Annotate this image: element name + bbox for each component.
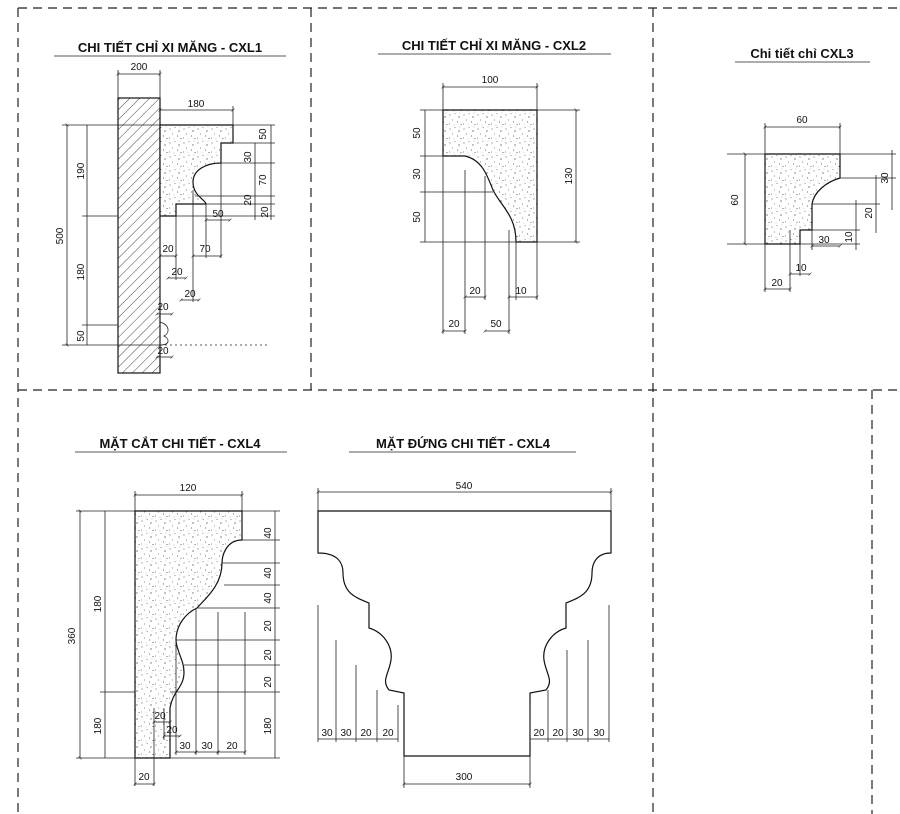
dim-cxl4e-right-0: 20: [533, 728, 545, 739]
dim-cxl2-bottom-2: 20: [448, 319, 460, 330]
moulding-profile-cxl4-section: [134, 510, 243, 759]
wall-section: [117, 97, 161, 374]
dim-cxl3-right-0: 30: [880, 172, 891, 184]
dim-cxl3-bottom-0: 30: [818, 235, 830, 246]
title-cxl3: Chi tiết chỉ CXL3: [750, 46, 853, 61]
dim-cxl1-left-0: 190: [76, 162, 87, 179]
moulding-profile-cxl2: [442, 109, 538, 243]
dim-cxl1-bottom-4: 20: [184, 289, 196, 300]
dim-cxl4s-bottom-4: 30: [201, 741, 213, 752]
dim-cxl1-total: 500: [55, 227, 66, 244]
dim-cxl4e-bottom: 300: [456, 772, 473, 783]
dim-cxl1-bottom-3: 20: [171, 267, 183, 278]
dim-cxl1-bottom-6: 20: [157, 346, 169, 357]
dim-cxl4s-left-0: 180: [93, 595, 104, 612]
dim-cxl2-left-1: 30: [412, 168, 423, 180]
dim-cxl2-bottom-1: 10: [515, 286, 527, 297]
dim-cxl4e-top: 540: [456, 481, 473, 492]
dim-cxl2-bottom-0: 20: [469, 286, 481, 297]
dim-cxl4s-right-4: 20: [263, 649, 274, 661]
dim-cxl4e-right-2: 30: [572, 728, 584, 739]
detail-titles: CHI TIẾT CHỈ XI MĂNG - CXL1 CHI TIẾT CHỈ…: [54, 38, 870, 453]
detail-cxl3: 60 60 30 20 10 30 10 20: [727, 115, 896, 292]
title-cxl2: CHI TIẾT CHỈ XI MĂNG - CXL2: [402, 38, 586, 53]
dim-cxl1-bottom-2: 20: [162, 244, 174, 255]
dim-cxl4s-bottom-0: 20: [138, 772, 150, 783]
dim-cxl1-bottom-0: 50: [212, 209, 224, 220]
dim-cxl4s-right-0: 40: [263, 527, 274, 539]
dim-cxl2-top: 100: [482, 75, 499, 86]
dim-cxl4e-right-3: 30: [593, 728, 605, 739]
dim-cxl4e-left-1: 30: [340, 728, 352, 739]
moulding-profile-cxl3: [764, 153, 841, 245]
dim-cxl3-bottom-2: 20: [771, 278, 783, 289]
dim-cxl4s-right-2: 40: [263, 592, 274, 604]
dim-cxl3-top: 60: [796, 115, 808, 126]
detail-cxl1: 200 180 500 190 180 50 50 30 70 20 20: [55, 62, 275, 374]
dim-cxl2-left-0: 50: [412, 127, 423, 139]
dim-cxl4s-left-1: 180: [93, 717, 104, 734]
dim-cxl4e-left-2: 20: [360, 728, 372, 739]
dim-cxl4e-left-3: 20: [382, 728, 394, 739]
dim-cxl1-top: 200: [131, 62, 148, 73]
dim-cxl1-right-1: 30: [243, 151, 254, 163]
dim-cxl3-height: 60: [730, 194, 741, 206]
dim-cxl1-right-3: 20: [243, 194, 254, 206]
dim-cxl4s-right-6: 180: [263, 717, 274, 734]
dim-cxl4s-bottom-2: 20: [166, 725, 178, 736]
detail-cxl4-section: 120 360 180 180 40 40 40 20 20 20 180 20: [67, 483, 280, 786]
dim-cxl1-bottom-5: 20: [157, 302, 169, 313]
dim-cxl4s-right-5: 20: [263, 676, 274, 688]
dim-cxl3-right-1: 20: [864, 207, 875, 219]
dim-cxl4s-bottom-1: 20: [154, 711, 166, 722]
dim-cxl4s-total: 360: [67, 627, 78, 644]
dim-cxl2-left-2: 50: [412, 211, 423, 223]
dim-cxl2-bottom-3: 50: [490, 319, 502, 330]
dim-cxl1-left-2: 50: [76, 330, 87, 342]
detail-cxl2: 100 130 50 30 50 20 10 20 50: [412, 75, 580, 334]
title-cxl1: CHI TIẾT CHỈ XI MĂNG - CXL1: [78, 40, 262, 55]
sheet-frames: [17, 7, 900, 814]
dim-cxl3-bottom-1: 10: [795, 263, 807, 274]
dim-cxl4s-top: 120: [180, 483, 197, 494]
dim-cxl2-height: 130: [564, 167, 575, 184]
dim-cxl4s-right-3: 20: [263, 620, 274, 632]
dim-cxl1-left-1: 180: [76, 263, 87, 280]
dim-cxl4s-bottom-3: 30: [179, 741, 191, 752]
title-cxl4-elevation: MẶT ĐỨNG CHI TIẾT - CXL4: [376, 436, 551, 451]
small-profile-cxl1: [159, 321, 169, 346]
moulding-profile-cxl1: [159, 124, 234, 217]
title-cxl4-section: MẶT CẮT CHI TIẾT - CXL4: [99, 436, 261, 451]
dim-cxl4s-bottom-5: 20: [226, 741, 238, 752]
dim-cxl1-right-4: 20: [260, 206, 271, 218]
dim-cxl4e-right-1: 20: [552, 728, 564, 739]
dim-cxl1-right-0: 50: [258, 128, 269, 140]
dim-cxl3-right-2: 10: [844, 231, 855, 243]
dim-cxl4e-left-0: 30: [321, 728, 333, 739]
dim-cxl1-right-2: 70: [258, 174, 269, 186]
dim-cxl4s-right-1: 40: [263, 567, 274, 579]
detail-cxl4-elevation: 540 300 30 30 20 20 20 20 30 30: [316, 481, 613, 788]
dim-cxl1-projection: 180: [188, 99, 205, 110]
dim-cxl1-bottom-1: 70: [199, 244, 211, 255]
